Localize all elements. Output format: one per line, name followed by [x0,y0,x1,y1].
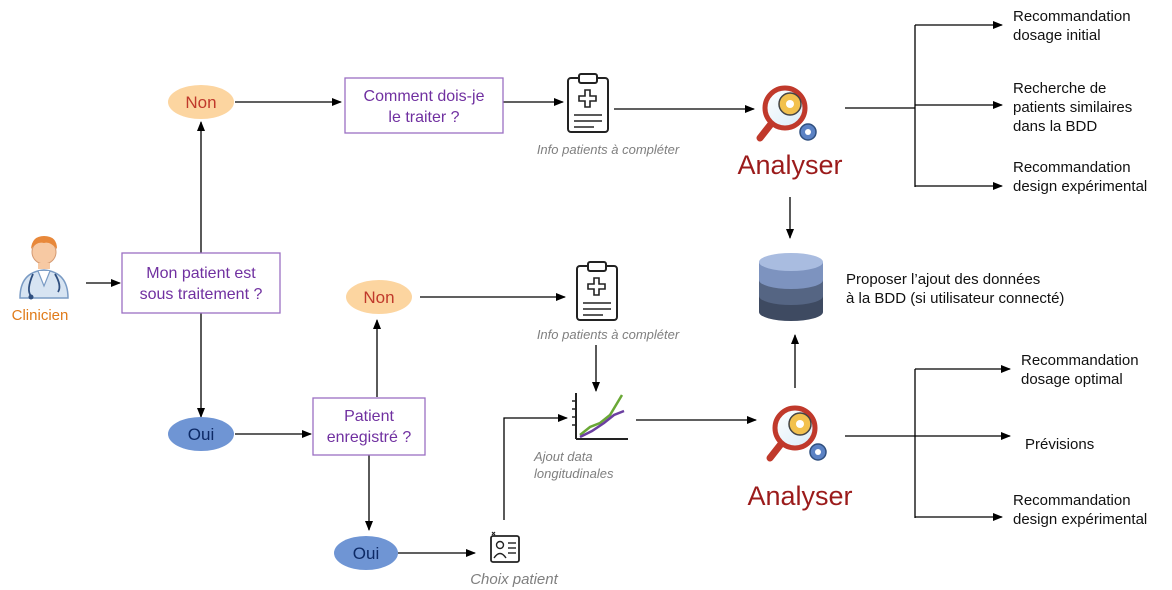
longitudinal-label-line2: longitudinales [534,466,614,481]
output-previsions: Prévisions [1025,436,1094,453]
answer-oui-bottom [334,536,398,570]
question-box-treatment [121,252,281,314]
output-design-bottom-line2: design expérimental [1013,511,1147,528]
answer-oui-left [168,417,234,451]
patient-card-icon [490,531,520,563]
magnifier-gear-icon [766,405,827,462]
analyser-top-label: Analyser [737,150,842,180]
question-registered-line1: Patient [344,408,394,425]
database-label-line1: Proposer l’ajout des données [846,271,1040,288]
answer-oui-bottom-label: Oui [353,544,379,563]
answer-non-mid [346,280,412,314]
connectors [86,21,1011,557]
longitudinal-label-line1: Ajout data [533,449,593,464]
clinician-label: Clinicien [12,307,69,324]
question-treatment-line2: sous traitement ? [140,286,263,303]
arrow-choice-to-longitudinal [503,414,568,520]
answer-non-top-label: Non [185,93,216,112]
output-design-top-line1: Recommandation [1013,159,1131,176]
info-mid-label: Info patients à compléter [537,327,680,342]
question-registered-line2: enregistré ? [327,429,412,446]
magnifier-gear-icon [756,85,817,142]
output-dosage-optimal-line1: Recommandation [1021,352,1139,369]
question-treatment-line1: Mon patient est [146,265,256,282]
answer-oui-left-label: Oui [188,425,214,444]
output-similar-line3: dans la BDD [1013,118,1097,135]
output-similar-line2: patients similaires [1013,99,1132,116]
question-box-how [344,77,504,134]
answer-non-mid-label: Non [363,288,394,307]
line-chart-icon [572,393,628,440]
output-dosage-optimal-line2: dosage optimal [1021,371,1123,388]
database-label-line2: à la BDD (si utilisateur connecté) [846,290,1064,307]
output-design-bottom-line1: Recommandation [1013,492,1131,509]
analyser-bottom-label: Analyser [747,481,852,511]
output-dosage-initial-line1: Recommandation [1013,8,1131,25]
question-how-line1: Comment dois-je [364,88,485,105]
database-icon [759,253,823,321]
output-design-top-line2: design expérimental [1013,178,1147,195]
answer-non-top [168,85,234,119]
clipboard-icon [576,261,618,321]
doctor-icon [19,236,69,300]
question-how-line2: le traiter ? [388,109,459,126]
clipboard-icon [567,73,609,133]
output-similar-line1: Recherche de [1013,80,1106,97]
question-box-registered [312,397,426,456]
output-dosage-initial-line2: dosage initial [1013,27,1101,44]
info-top-label: Info patients à compléter [537,142,680,157]
choose-patient-label: Choix patient [470,571,558,588]
